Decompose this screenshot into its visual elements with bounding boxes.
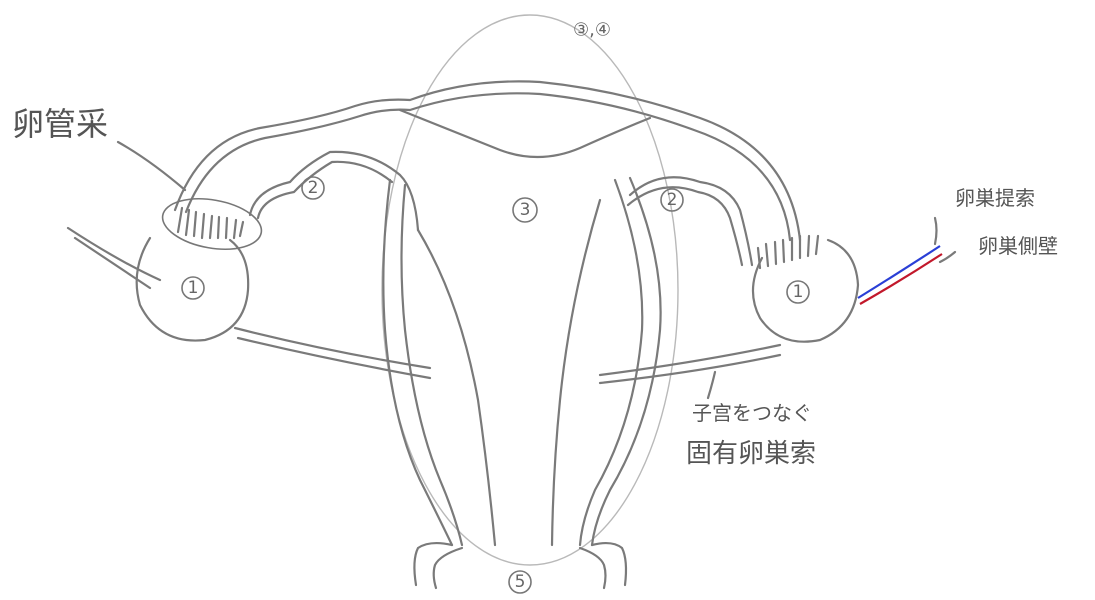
ovarian-ligament-leader <box>706 370 717 400</box>
ovary-side-wall-label: 卵巣側壁 <box>978 234 1058 258</box>
marker-uterus: 3 <box>512 197 538 223</box>
svg-text:5: 5 <box>515 572 526 592</box>
uterus-region-oval <box>381 14 679 566</box>
left-fimbriae-ring <box>161 198 263 250</box>
cervical-canal-right <box>550 198 602 547</box>
vagina-right-2 <box>578 546 607 590</box>
ovarian-ligament-label-line2: 固有卵巣索 <box>686 439 816 469</box>
right-fimbriae-fringe <box>756 234 820 270</box>
marker-tube-left: 2 <box>301 176 325 200</box>
lower-ligament-right <box>598 343 782 377</box>
uterus-left-wall <box>382 178 454 547</box>
suspensory-ligament-label: 卵巣提索 <box>955 186 1035 210</box>
svg-text:2: 2 <box>667 190 678 210</box>
svg-text:③,④: ③,④ <box>573 20 611 41</box>
left-ligament-line-2 <box>73 236 152 290</box>
lower-ligament-right-2 <box>598 353 782 385</box>
marker-tube-right: 2 <box>660 188 684 212</box>
marker-bottom: 5 <box>508 570 532 594</box>
right-inner-tube <box>628 176 754 267</box>
vagina-left-2 <box>432 546 464 590</box>
ovarian-ligament-label-line1: 子宫をつなぐ <box>692 401 812 425</box>
fallopian-tube-outer-inner <box>184 92 792 242</box>
right-ovary <box>751 238 860 343</box>
left-ligament-line <box>66 226 162 282</box>
marker-ovary-right: 1 <box>786 280 810 304</box>
uterus-fundus <box>398 108 652 159</box>
cervical-canal-left <box>416 228 497 547</box>
uterus-right-wall <box>590 176 662 547</box>
fallopian-tube-outer <box>173 80 802 242</box>
vagina-left <box>413 541 454 587</box>
fimbriae-label: 卵管采 <box>12 105 108 143</box>
left-fimbriae-fringe <box>176 206 245 240</box>
vessel-blue-line <box>857 245 941 299</box>
svg-text:2: 2 <box>308 178 319 198</box>
left-inner-tube-2 <box>256 160 394 220</box>
uterus-left-wall-inner <box>400 183 464 547</box>
vessel-red-line <box>859 253 943 305</box>
lower-ligament-left-2 <box>236 336 432 380</box>
vagina-right <box>590 541 628 587</box>
uterus-right-wall-inner <box>578 178 644 547</box>
right-inner-tube-2 <box>626 186 744 267</box>
lower-ligament-left <box>233 326 432 370</box>
marker-ovary-left: 1 <box>181 276 205 300</box>
fimbriae-leader-line <box>116 140 187 192</box>
left-ovary <box>135 236 250 342</box>
left-inner-tube <box>248 150 420 232</box>
svg-text:1: 1 <box>793 282 804 302</box>
side-wall-leader <box>938 250 957 264</box>
marker-top: ③,④ <box>573 20 611 41</box>
svg-text:3: 3 <box>520 200 531 220</box>
suspensory-leader <box>933 216 938 246</box>
svg-text:1: 1 <box>188 278 199 298</box>
